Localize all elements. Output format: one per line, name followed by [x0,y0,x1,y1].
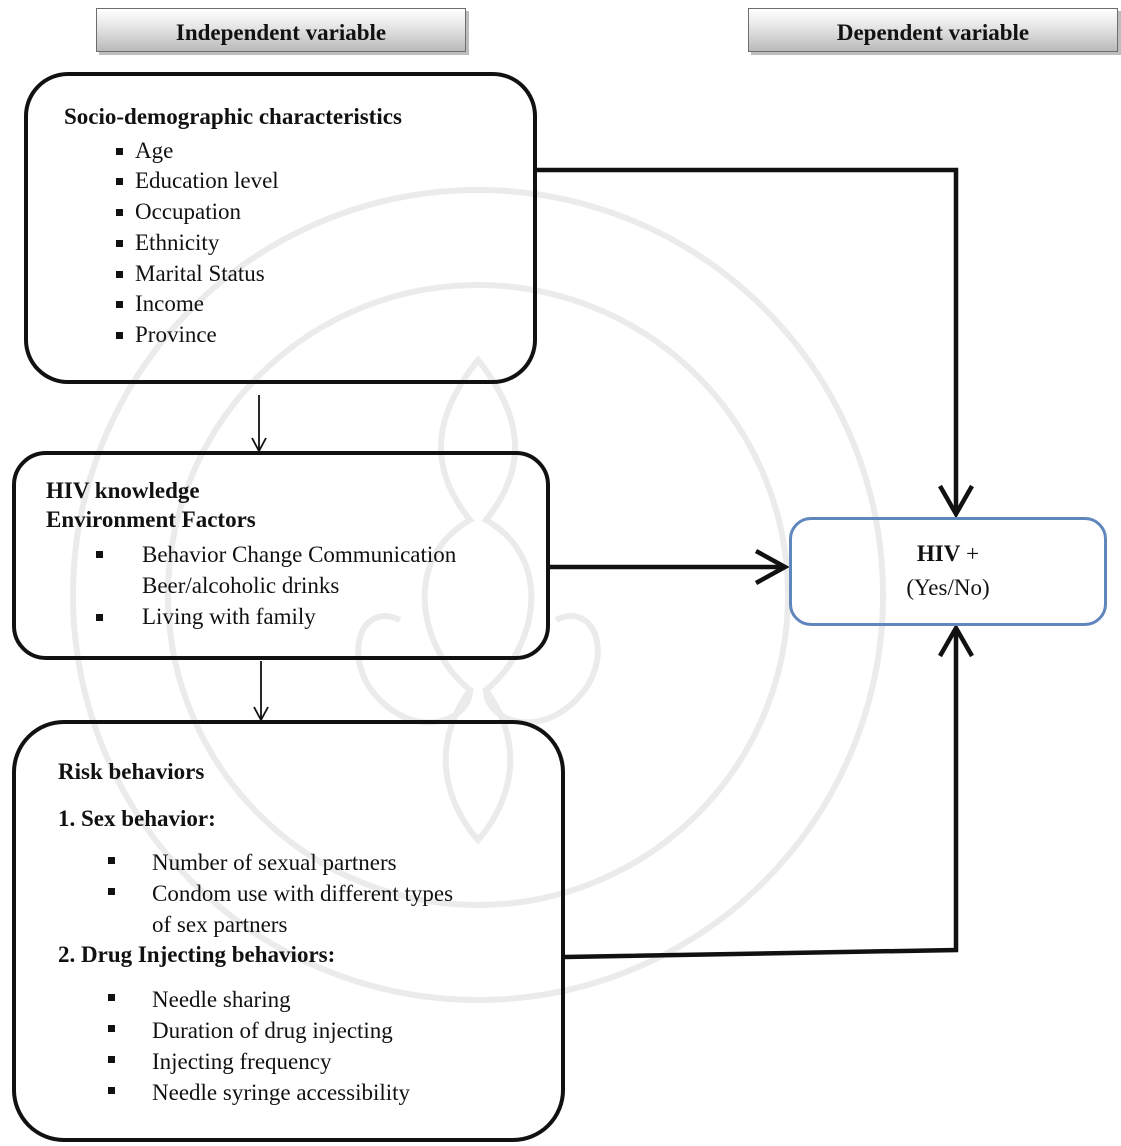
list-item: Condom use with different types [152,881,454,906]
list-item: Income [135,291,204,316]
list-item: Occupation [135,199,242,224]
list-item: Injecting frequency [152,1049,332,1074]
environment-factors-title: Environment Factors [46,507,256,532]
list-item: Behavior Change Communication [142,542,457,567]
list-item: Education level [135,168,279,193]
hiv-outcome-box: HIV + (Yes/No) [789,517,1107,626]
bullet-icon [116,178,123,185]
bullet-icon [108,1056,115,1063]
hiv-outcome-values: (Yes/No) [906,575,990,600]
independent-variable-label: Independent variable [175,20,387,45]
list-item: Living with family [142,604,316,629]
hiv-outcome-label: HIV + [792,541,1104,567]
list-item: Needle sharing [152,987,291,1012]
arrow-risk-to-hiv [564,632,959,960]
list-item: Number of sexual partners [152,850,397,875]
arrowhead-socio-to-hiv [938,484,974,519]
socio-demographic-box [24,72,537,384]
bullet-icon [108,994,115,1001]
dependent-variable-label: Dependent variable [836,20,1030,45]
list-item: Age [135,138,174,163]
list-item-continuation: of sex partners [152,912,288,937]
bullet-icon [108,888,115,895]
list-item-continuation: Beer/alcoholic drinks [142,573,340,598]
bullet-icon [108,857,115,864]
drug-injecting-title: 2. Drug Injecting behaviors: [58,942,336,967]
bullet-icon [108,1087,115,1094]
bullet-icon [116,271,123,278]
list-item: Marital Status [135,261,265,286]
hiv-knowledge-title: HIV knowledge [46,478,200,503]
risk-behaviors-title: Risk behaviors [58,759,205,784]
sex-behavior-title: 1. Sex behavior: [58,806,216,831]
hiv-knowledge-box [12,451,550,660]
bullet-icon [96,551,103,558]
list-item: Needle syringe accessibility [152,1080,411,1105]
list-item: Ethnicity [135,230,220,255]
bullet-icon [116,301,123,308]
bullet-icon [96,614,103,621]
bullet-icon [116,148,123,155]
socio-demographic-title: Socio-demographic characteristics [64,104,402,129]
arrowhead-risk-to-hiv [938,623,974,658]
independent-variable-header: Independent variable [96,8,466,52]
arrowhead-knowledge-to-hiv [754,549,790,585]
bullet-icon [116,240,123,247]
bullet-icon [108,1025,115,1032]
hiv-label: HIV [916,541,961,566]
dependent-variable-header: Dependent variable [748,8,1118,52]
hiv-sign: + [960,541,980,566]
bullet-icon [116,209,123,216]
arrow-socio-to-hiv [537,167,959,512]
list-item: Province [135,322,217,347]
bullet-icon [116,332,123,339]
list-item: Duration of drug injecting [152,1018,393,1043]
risk-behaviors-box [12,720,565,1142]
